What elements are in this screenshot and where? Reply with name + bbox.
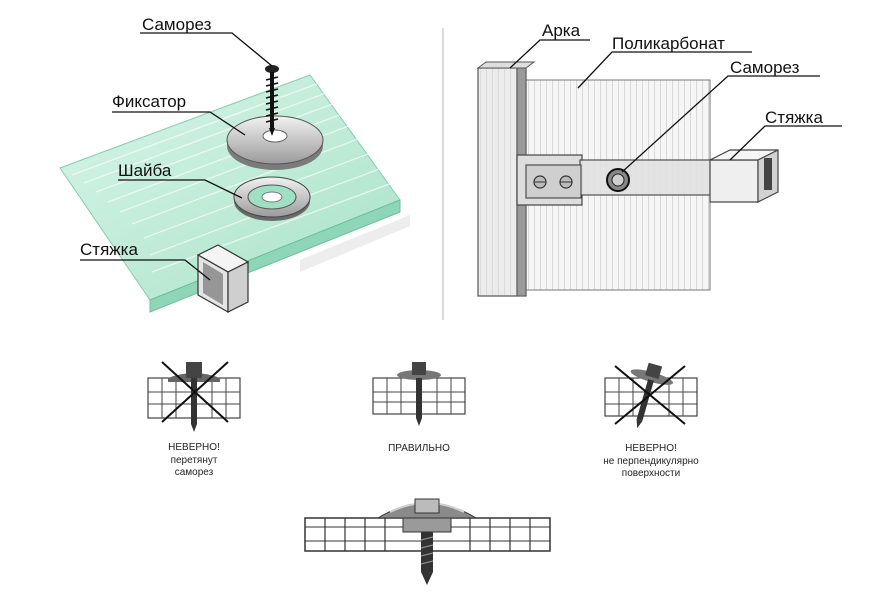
example-correct	[372, 362, 466, 426]
label-screw: Саморез	[142, 15, 212, 34]
caption-wrong-1: НЕВЕРНО! перетянут саморез	[144, 442, 244, 480]
example-wrong-overtightened	[147, 361, 241, 432]
label-polycarbonate: Поликарбонат	[612, 34, 725, 53]
bottom-cross-section	[304, 498, 551, 585]
label-arch: Арка	[542, 21, 581, 40]
tie-beam	[516, 149, 779, 206]
square-tube	[196, 244, 250, 314]
section-leaders	[509, 39, 842, 173]
label-tie: Стяжка	[80, 240, 138, 259]
caption-correct: ПРАВИЛЬНО	[369, 443, 469, 456]
label-washer: Шайба	[118, 161, 172, 180]
label-section-screw: Саморез	[730, 58, 800, 77]
caption-wrong-2-line2: поверхности	[621, 468, 681, 479]
example-wrong-angled	[604, 362, 698, 429]
label-fixator: Фиксатор	[112, 92, 187, 111]
caption-wrong-2: НЕВЕРНО! не перпендикулярно поверхности	[581, 443, 721, 481]
leader-lines	[80, 32, 273, 281]
caption-wrong-1-line2: саморез	[174, 467, 214, 478]
caption-wrong-1-status: НЕВЕРНО!	[168, 442, 220, 453]
caption-wrong-2-line1: не перпендикулярно	[603, 455, 699, 467]
screw	[265, 65, 279, 136]
caption-wrong-2-status: НЕВЕРНО!	[625, 443, 677, 454]
assembly-illustration	[59, 32, 410, 314]
caption-wrong-1-line1: перетянут	[170, 454, 218, 466]
caption-correct-status: ПРАВИЛЬНО	[388, 443, 450, 454]
washer	[233, 176, 311, 221]
fixator-cap	[226, 115, 324, 170]
section-illustration	[442, 28, 842, 320]
label-section-tie: Стяжка	[765, 108, 823, 127]
